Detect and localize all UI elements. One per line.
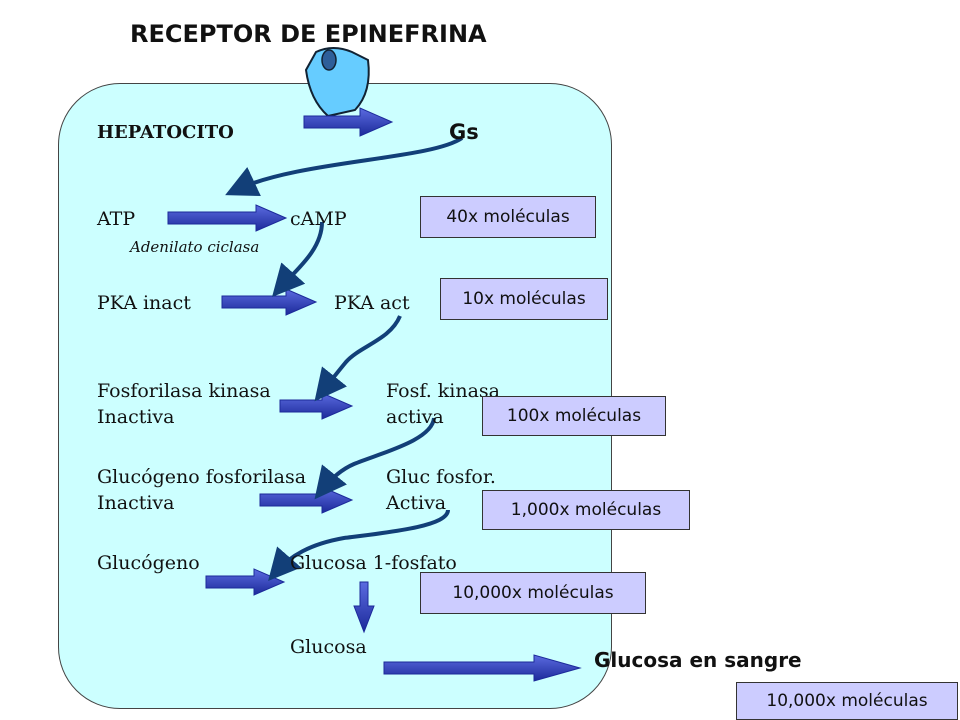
glucogeno-fosforilasa-label: Glucógeno fosforilasa bbox=[97, 466, 307, 488]
glucosa-label: Glucosa bbox=[290, 636, 367, 658]
amplification-box: 40x moléculas bbox=[420, 196, 596, 238]
arrow-receptor-gs bbox=[303, 107, 394, 137]
curve-gs-atp bbox=[225, 136, 464, 197]
glucogeno-label: Glucógeno bbox=[97, 552, 200, 574]
fosforilasa-kinasa-label: Fosforilasa kinasa bbox=[97, 380, 271, 402]
atp-label: ATP bbox=[97, 208, 136, 230]
pka-act-label: PKA act bbox=[334, 292, 410, 314]
arrow-g1p-glucosa bbox=[353, 581, 375, 634]
gs-label: Gs bbox=[449, 120, 479, 144]
adenilato-ciclasa-label: Adenilato ciclasa bbox=[130, 238, 260, 256]
curve-camp-pka bbox=[272, 221, 324, 297]
glucosa-en-sangre-label: Glucosa en sangre bbox=[594, 648, 802, 672]
glucosa-1-fosfato-label: Glucosa 1-fosfato bbox=[290, 552, 457, 574]
amplification-box: 1,000x moléculas bbox=[482, 490, 690, 530]
gluc-fosfor-label: Gluc fosfor. bbox=[386, 466, 496, 488]
fosf-kinasa-activa-label: activa bbox=[386, 406, 444, 428]
arrow-pka bbox=[221, 288, 318, 316]
arrow-glucogeno-g1p bbox=[205, 568, 286, 596]
curve-gf-glucogeno bbox=[268, 509, 450, 582]
amplification-box: 10,000x moléculas bbox=[420, 572, 646, 614]
fosforilasa-kinasa-inactiva-label: Inactiva bbox=[97, 406, 175, 428]
curve-fk-gf bbox=[314, 417, 436, 500]
receptor-icon bbox=[304, 47, 370, 118]
amplification-box: 10x moléculas bbox=[440, 278, 608, 320]
arrow-glucosa-sangre bbox=[383, 654, 582, 682]
curve-pka-fk bbox=[314, 315, 402, 402]
pka-inact-label: PKA inact bbox=[97, 292, 191, 314]
arrow-fosforilasa-kinasa bbox=[279, 392, 354, 420]
gluc-fosfor-activa-label: Activa bbox=[386, 492, 447, 514]
fosf-kinasa-label: Fosf. kinasa bbox=[386, 380, 500, 402]
camp-label: cAMP bbox=[290, 208, 347, 230]
glucogeno-fosforilasa-inactiva-label: Inactiva bbox=[97, 492, 175, 514]
page-title: RECEPTOR DE EPINEFRINA bbox=[130, 20, 487, 48]
hepatocyte-label: HEPATOCITO bbox=[97, 122, 234, 143]
amplification-box: 100x moléculas bbox=[482, 396, 666, 436]
arrow-glucogeno-fosforilasa bbox=[259, 486, 354, 514]
amplification-box: 10,000x moléculas bbox=[736, 682, 958, 720]
arrow-atp-camp bbox=[167, 204, 288, 232]
